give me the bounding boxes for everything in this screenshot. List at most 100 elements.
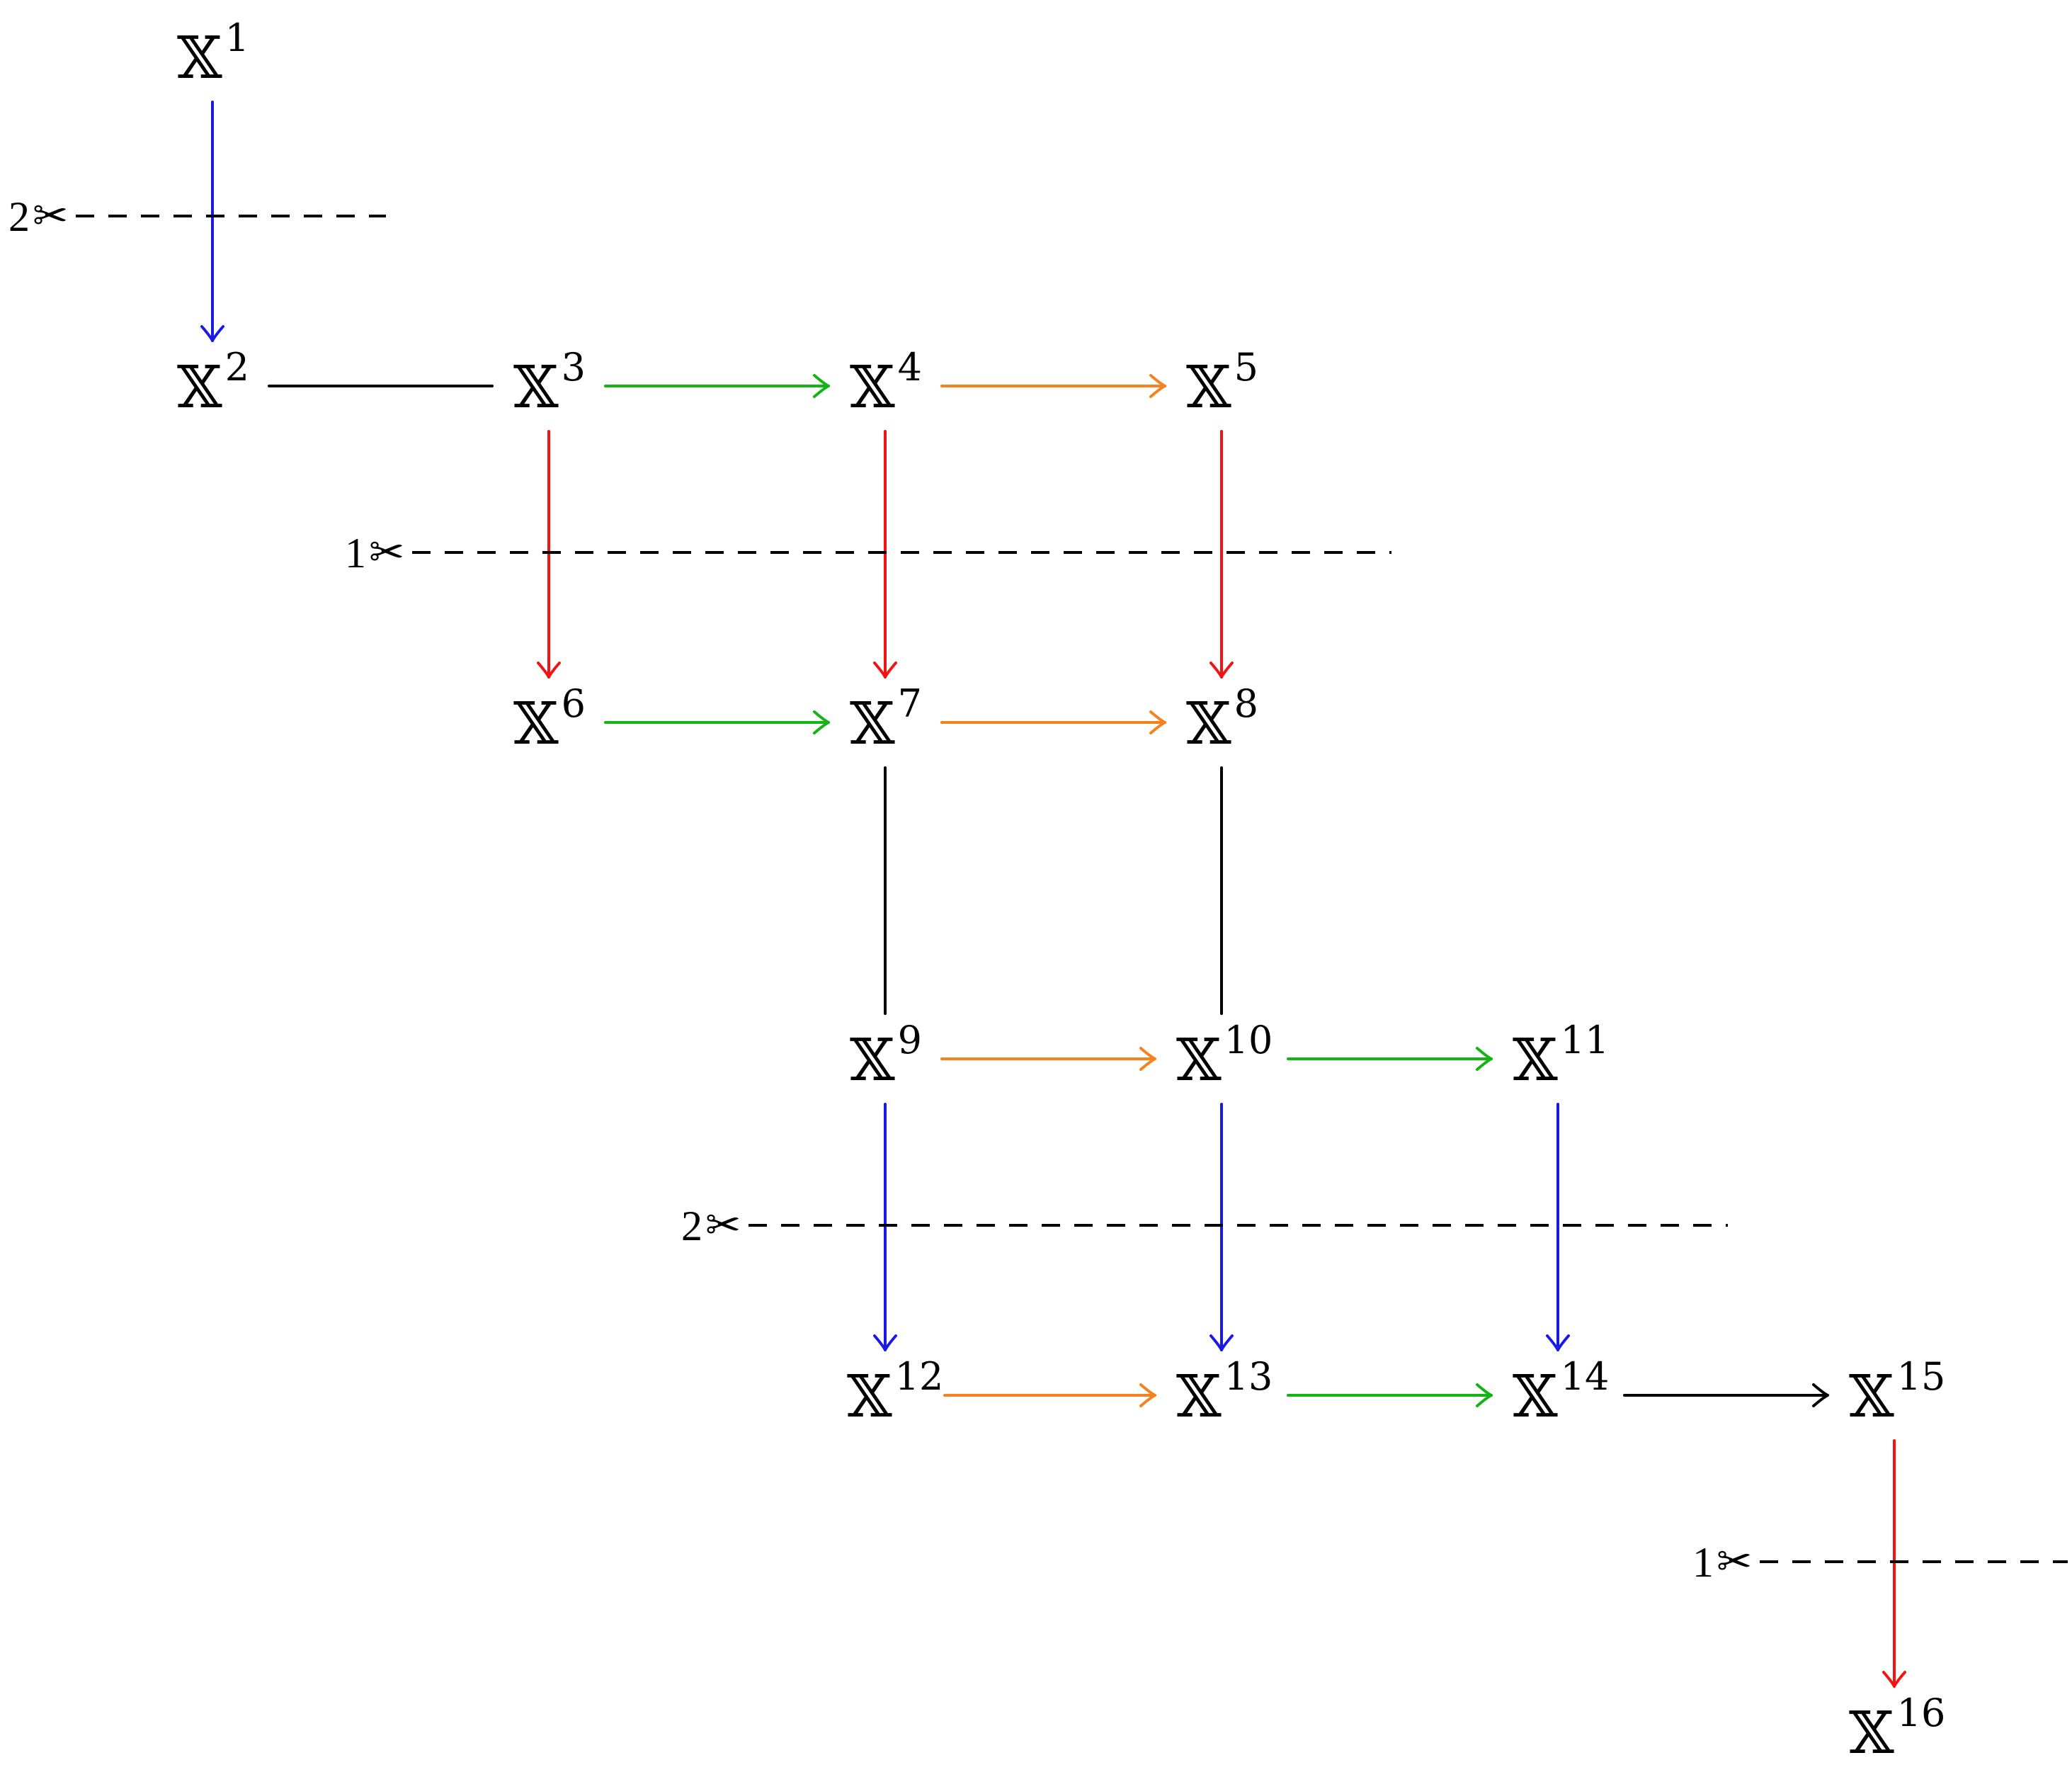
- arrowhead: [1139, 1383, 1156, 1407]
- node-label: 𝕏8: [1186, 681, 1258, 758]
- edge-n9-n12: [873, 1103, 897, 1351]
- node-base-symbol: 𝕏: [1176, 1363, 1222, 1431]
- node-base-symbol: 𝕏: [1513, 1027, 1558, 1094]
- arrowhead: [1546, 1334, 1570, 1351]
- node-label: 𝕏4: [850, 345, 922, 421]
- node-superscript: 9: [898, 1018, 922, 1062]
- node-label: 𝕏12: [847, 1354, 943, 1431]
- node-n7: 𝕏7: [850, 681, 922, 758]
- node-base-symbol: 𝕏: [1849, 1700, 1894, 1765]
- node-base-symbol: 𝕏: [513, 691, 559, 758]
- node-label: 𝕏9: [850, 1018, 922, 1094]
- edge-n11-n14: [1546, 1103, 1570, 1351]
- arrowhead: [1209, 1334, 1234, 1351]
- node-superscript: 5: [1234, 345, 1258, 390]
- node-label: 𝕏15: [1849, 1354, 1945, 1431]
- node-superscript: 6: [562, 681, 586, 726]
- node-n14: 𝕏14: [1513, 1354, 1609, 1431]
- node-superscript: 16: [1897, 1691, 1946, 1735]
- node-label: 𝕏10: [1176, 1018, 1273, 1094]
- arrowhead: [1149, 710, 1166, 734]
- edge-n6-n7: [604, 710, 830, 734]
- node-n16: 𝕏16: [1849, 1691, 1945, 1765]
- node-base-symbol: 𝕏: [1513, 1363, 1558, 1431]
- scissors-icon: ✂: [369, 529, 404, 576]
- edge-n10-n13: [1209, 1103, 1234, 1351]
- node-base-symbol: 𝕏: [847, 1363, 892, 1431]
- node-superscript: 2: [225, 345, 249, 390]
- node-superscript: 12: [895, 1354, 944, 1399]
- node-n1: 𝕏1: [177, 16, 249, 92]
- arrowhead: [200, 325, 224, 342]
- node-n6: 𝕏6: [513, 681, 586, 758]
- scissors-icon: ✂: [1717, 1538, 1752, 1585]
- node-superscript: 14: [1561, 1354, 1610, 1399]
- edge-n12-n13: [943, 1383, 1156, 1407]
- node-superscript: 8: [1234, 681, 1258, 726]
- node-n10: 𝕏10: [1176, 1018, 1273, 1094]
- cut-c-line: 2✂: [681, 1202, 1728, 1249]
- arrowhead: [1812, 1383, 1829, 1407]
- node-superscript: 3: [562, 345, 586, 390]
- node-base-symbol: 𝕏: [1186, 354, 1231, 421]
- node-base-symbol: 𝕏: [850, 691, 895, 758]
- cut-a-line: 2✂: [8, 193, 386, 240]
- node-label: 𝕏2: [177, 345, 249, 421]
- edge-n15-n16: [1882, 1439, 1906, 1688]
- edge-n7-n8: [940, 710, 1166, 734]
- cuts-layer: 2✂1✂2✂1✂: [8, 193, 2068, 1586]
- node-base-symbol: 𝕏: [850, 1027, 895, 1094]
- edge-n1-n2: [200, 101, 224, 342]
- cut-b-line: 1✂: [345, 529, 1391, 577]
- edge-n3-n6: [537, 430, 561, 679]
- node-base-symbol: 𝕏: [177, 354, 222, 421]
- arrowhead: [1139, 1047, 1156, 1071]
- node-superscript: 15: [1897, 1354, 1946, 1399]
- node-n5: 𝕏5: [1186, 345, 1258, 421]
- arrowhead: [1149, 374, 1166, 398]
- arrowhead: [1476, 1383, 1493, 1407]
- node-n2: 𝕏2: [177, 345, 249, 421]
- node-superscript: 4: [898, 345, 922, 390]
- edge-n14-n15: [1623, 1383, 1829, 1407]
- node-n15: 𝕏15: [1849, 1354, 1945, 1431]
- arrowhead: [537, 662, 561, 679]
- node-base-symbol: 𝕏: [513, 354, 559, 421]
- node-n3: 𝕏3: [513, 345, 586, 421]
- node-label: 𝕏16: [1849, 1691, 1945, 1765]
- node-label: 𝕏5: [1186, 345, 1258, 421]
- edge-n10-n11: [1287, 1047, 1493, 1071]
- node-superscript: 7: [898, 681, 922, 726]
- edge-n5-n8: [1209, 430, 1234, 679]
- node-n9: 𝕏9: [850, 1018, 922, 1094]
- edge-n13-n14: [1287, 1383, 1493, 1407]
- cut-label: 2: [681, 1203, 702, 1249]
- node-superscript: 10: [1224, 1018, 1273, 1062]
- arrowhead: [813, 710, 830, 734]
- arrowhead: [1209, 662, 1234, 679]
- cut-label: 1: [1692, 1539, 1714, 1586]
- node-label: 𝕏1: [177, 16, 249, 92]
- node-n11: 𝕏11: [1513, 1018, 1609, 1094]
- node-base-symbol: 𝕏: [1176, 1027, 1222, 1094]
- edge-n4-n5: [940, 374, 1166, 398]
- edges-layer: [200, 101, 1906, 1688]
- node-base-symbol: 𝕏: [1186, 691, 1231, 758]
- edge-n4-n7: [873, 430, 897, 679]
- node-label: 𝕏14: [1513, 1354, 1609, 1431]
- node-superscript: 1: [225, 16, 249, 60]
- node-n13: 𝕏13: [1176, 1354, 1273, 1431]
- node-base-symbol: 𝕏: [850, 354, 895, 421]
- node-superscript: 11: [1561, 1018, 1610, 1062]
- arrowhead: [873, 662, 897, 679]
- node-n8: 𝕏8: [1186, 681, 1258, 758]
- scissors-icon: ✂: [33, 193, 68, 239]
- node-n4: 𝕏4: [850, 345, 922, 421]
- edge-n9-n10: [940, 1047, 1156, 1071]
- arrowhead: [873, 1334, 897, 1351]
- arrowhead: [813, 374, 830, 398]
- scissors-icon: ✂: [705, 1202, 741, 1249]
- cut-d-line: 1✂: [1692, 1538, 2068, 1586]
